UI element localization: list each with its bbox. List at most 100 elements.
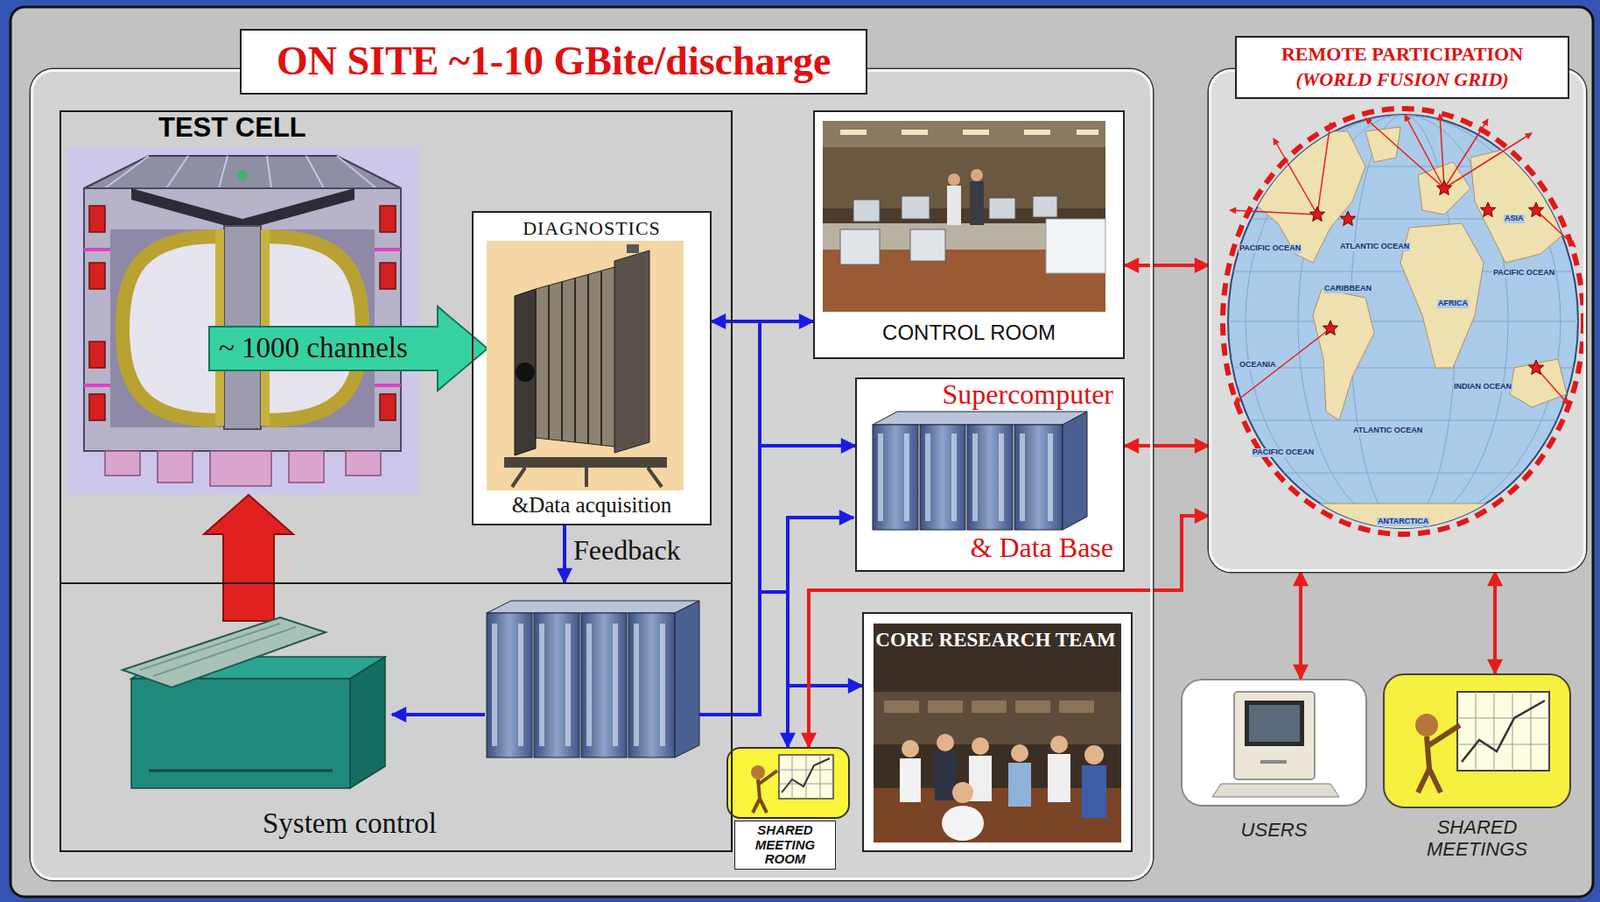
control-cabinet xyxy=(122,617,326,688)
feedback-computer xyxy=(533,612,580,758)
illustration xyxy=(66,108,1584,843)
world-map xyxy=(1312,288,1375,421)
research-team-photo xyxy=(1050,735,1068,753)
user-computer-icon xyxy=(1212,783,1340,797)
tokamak-illustration xyxy=(89,205,396,421)
map-label: INDIAN OCEAN xyxy=(1452,382,1513,392)
control-room-photo xyxy=(962,129,990,135)
control-room-photo xyxy=(969,181,984,225)
map-label: PACIFIC OCEAN xyxy=(1238,244,1302,253)
map-label: PACIFIC OCEAN xyxy=(1251,448,1315,457)
box-caption: CONTROL ROOM xyxy=(882,320,1056,345)
meeting-room-icon xyxy=(778,754,834,799)
text-slot: PACIFIC OCEAN xyxy=(1492,262,1556,279)
world-map xyxy=(1528,202,1544,218)
control-cabinet xyxy=(148,769,333,772)
supercomputer-illustration xyxy=(951,433,957,521)
text-slot: ON SITE ~1-10 GBite/discharge xyxy=(239,28,868,95)
edge-label: Feedback xyxy=(573,533,681,567)
control-room-photo xyxy=(901,196,930,219)
box-heading: DIAGNOSTICS xyxy=(522,217,661,240)
tokamak-illustration xyxy=(89,341,106,368)
panel-fill xyxy=(471,210,712,526)
tokamak-illustration xyxy=(379,393,396,421)
tokamak-illustration xyxy=(379,262,396,289)
signal-count: ~ 1000 channels xyxy=(218,331,408,365)
user-computer-icon xyxy=(1260,759,1287,764)
user-computer-icon xyxy=(1249,704,1300,742)
world-map xyxy=(1340,210,1355,226)
world-map xyxy=(1222,108,1584,534)
text-slot: ATLANTIC OCEAN xyxy=(1352,420,1424,436)
feedback-computer xyxy=(628,612,675,758)
research-team-photo xyxy=(952,781,974,803)
feedback-computer xyxy=(633,623,639,746)
panel-fill xyxy=(59,110,733,584)
tokamak-illustration xyxy=(105,450,381,486)
text-slot: &Data acquisition xyxy=(473,492,710,518)
meeting-room-icon xyxy=(750,754,834,813)
text-slot: Supercomputer xyxy=(875,378,1114,411)
text-slot: CONTROL ROOM xyxy=(814,320,1123,345)
control-room-photo xyxy=(989,197,1016,219)
supercomputer-illustration xyxy=(872,424,919,530)
research-team-photo xyxy=(873,623,1122,843)
tokamak-illustration xyxy=(345,450,381,476)
feedback-computer xyxy=(491,623,498,746)
map-label: ATLANTIC OCEAN xyxy=(1352,426,1424,436)
camera-illustration xyxy=(626,244,639,253)
panel-title: ON SITE ~1-10 GBite/discharge xyxy=(239,28,868,95)
research-team-photo xyxy=(1047,753,1071,802)
site-panel: DIAGNOSTICS&Data acquisitionTEST CELLSys… xyxy=(30,69,1153,880)
bus-wire xyxy=(392,321,854,715)
panel-fill xyxy=(862,611,1133,852)
tokamak-illustration xyxy=(237,169,248,181)
world-map xyxy=(1225,114,1581,528)
supercomputer-box: Supercomputer & Data Base xyxy=(855,377,1125,572)
research-team-photo xyxy=(1059,700,1095,713)
connector-arrow xyxy=(1124,263,1209,267)
feedback-computer xyxy=(565,623,571,746)
panel-fill xyxy=(855,377,1125,572)
text-slot: PACIFIC OCEAN xyxy=(1238,238,1302,254)
map-label: ANTARCTICA xyxy=(1376,517,1430,527)
feedback-computer xyxy=(581,612,627,758)
text-slot: & Data Base xyxy=(875,531,1114,564)
control-arrow xyxy=(203,494,294,621)
panel-fill xyxy=(1208,69,1586,572)
connector-arrow xyxy=(1298,571,1303,679)
control-room-photo xyxy=(901,129,928,135)
connector-arrow xyxy=(562,525,567,583)
control-room-box: CONTROL ROOM xyxy=(813,110,1125,359)
map-label: OCEANIA xyxy=(1238,360,1278,370)
world-map xyxy=(1400,223,1484,368)
camera-illustration xyxy=(486,240,684,491)
meeting-icon xyxy=(1415,713,1439,737)
research-team-photo xyxy=(1015,700,1051,713)
tokamak-illustration xyxy=(105,155,377,189)
meeting-icon xyxy=(1461,700,1545,762)
control-room-photo xyxy=(910,229,946,261)
control-cabinet xyxy=(122,617,386,788)
box-caption: USERS xyxy=(1241,818,1308,841)
box-caption: & Data Base xyxy=(970,531,1115,564)
camera-illustration xyxy=(535,266,615,447)
feedback-computer xyxy=(486,612,533,758)
control-room-photo xyxy=(853,199,880,222)
text-slot: SHARED MEETING ROOM xyxy=(734,820,836,870)
control-room-photo xyxy=(1045,218,1106,274)
supercomputer-illustration xyxy=(1019,433,1025,521)
control-cabinet xyxy=(131,678,351,788)
camera-illustration xyxy=(504,456,667,468)
world-map xyxy=(1273,138,1318,215)
box-caption: &Data acquisition xyxy=(512,492,673,518)
text-slot: AFRICA xyxy=(1437,293,1469,309)
research-team-photo xyxy=(936,733,955,751)
box-heading: TEST CELL xyxy=(158,112,307,144)
world-map xyxy=(1470,140,1576,263)
map-label: ASIA xyxy=(1503,214,1525,224)
text-slot: ~ 1000 channels xyxy=(218,331,408,365)
supercomputer-illustration xyxy=(967,424,1013,530)
supercomputer-illustration xyxy=(972,433,978,521)
